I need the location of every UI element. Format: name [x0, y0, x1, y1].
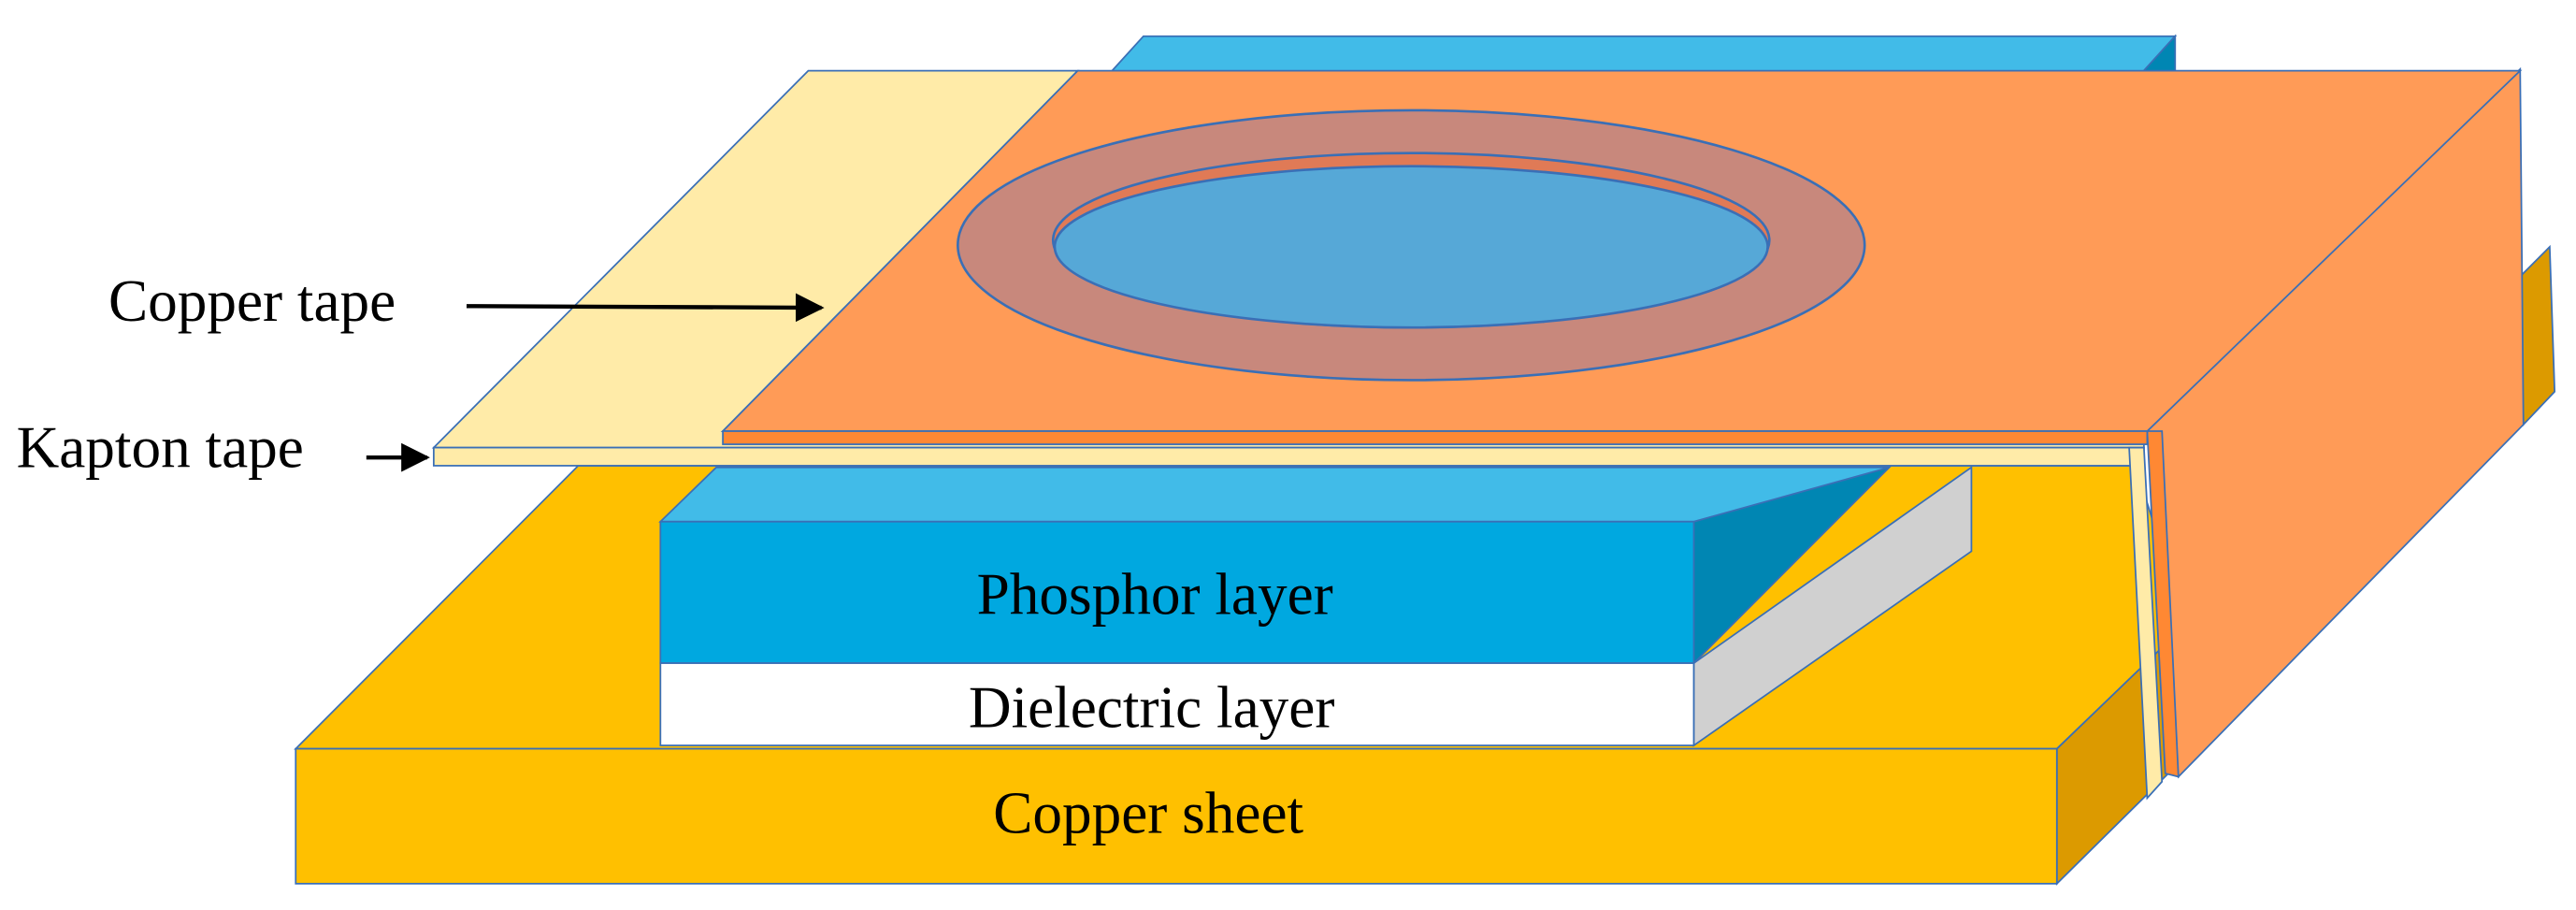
copper-sheet-label: Copper sheet — [993, 780, 1303, 845]
emission-window — [1053, 165, 1769, 329]
kapton-tape-fold — [2128, 446, 2164, 801]
dielectric-layer-label: Dielectric layer — [969, 675, 1334, 741]
phosphor-front-face — [659, 520, 1695, 664]
phosphor-layer-label: Phosphor layer — [977, 561, 1333, 627]
copper-tape-fold-edge — [2146, 430, 2180, 778]
copper-tape-front-edge — [722, 430, 2149, 445]
copper-tape-arrow — [466, 293, 825, 323]
copper-sheet-front-face — [295, 747, 2058, 885]
copper-tape-far-strip — [2519, 244, 2556, 427]
dielectric-front-face — [659, 662, 1695, 746]
kapton-tape-label: Kapton tape — [17, 415, 304, 481]
phosphor-back-top — [1108, 35, 2178, 74]
copper-tape-label: Copper tape — [108, 268, 396, 334]
kapton-tape-front — [432, 446, 2145, 467]
phosphor-top-face — [658, 466, 1890, 523]
layer-stack — [658, 465, 1973, 747]
copper-tape — [720, 66, 2525, 779]
kapton-tape — [431, 69, 2164, 801]
